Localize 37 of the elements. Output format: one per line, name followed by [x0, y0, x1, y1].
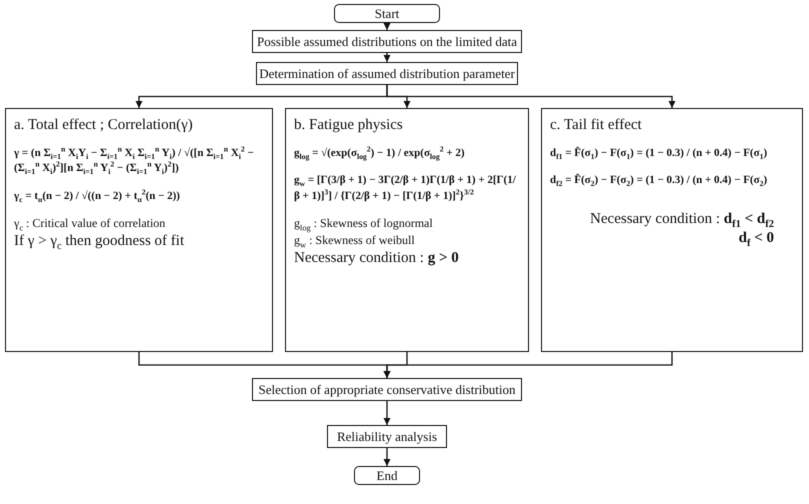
formula: g$_{w}$ = [Γ(3/β + 1) − 3Γ(2/β + 1)Γ(1/β + 1) + 2[Γ(1/β + 1)]$^{3}$] / {Γ(2/β + 1) − [Γ(1/β + 1)]$^{2}$}$^{3/2}$ — [294, 173, 517, 204]
panel-heading: b. Fatigue physics — [294, 117, 404, 134]
arrow — [384, 53, 390, 62]
process-box — [256, 62, 518, 85]
criteria-panel — [5, 108, 273, 352]
process-box — [252, 30, 522, 53]
note-text: Necessary condition : d$_{f1}$ < d$_{f2}$ — [589, 210, 775, 228]
formula: g$_{log}$ = √(exp(σ$_{log}$$^{2}$) − 1) / exp(σ$_{log}$$^{2}$ + 2) — [294, 146, 466, 162]
note-text: d$_{f}$ < 0 — [738, 230, 775, 247]
note-text: γ$_{c}$ : Critical value of correlation — [14, 216, 166, 232]
box-label: Start — [374, 6, 400, 22]
process-box — [327, 425, 447, 448]
terminator-box — [334, 4, 440, 23]
arrow — [384, 401, 390, 425]
box-label: Selection of appropriate conservative distribution — [258, 382, 516, 398]
formula: d$_{f2}$ = F̂(σ$_{2}$) − F(σ$_{2}$) = (1 − 0.3) / (n + 0.4) − F(σ$_{2}$) — [550, 173, 768, 189]
criteria-panel — [541, 108, 803, 352]
arrow — [384, 448, 390, 466]
criteria-panel — [285, 108, 529, 352]
panel-heading: a. Total effect ; Correlation(γ) — [14, 117, 194, 134]
box-label: End — [376, 468, 398, 484]
process-box — [252, 378, 522, 401]
terminator-box — [354, 466, 420, 485]
arrow — [386, 85, 676, 108]
box-label: Possible assumed distributions on the limited data — [257, 34, 517, 50]
arrow — [384, 23, 390, 30]
formula: γ = (n Σ$_{i=1}$$^{n}$ X$_{i}$Y$_{i}$ − Σ$_{i=1}$$^{n}$ X$_{i}$ Σ$_{i=1}$$^{n}$ Y$_{i}$) / √([n Σ$_{i=1}$$^{n}$ X$_{i}$$^{2}$ − (Σ$_{i=1}$$^{n}$ X$_{i}$)$^{2}$][n Σ$_{i=1}$$^{n}$ Y$_{i}$$^{2}$ − (Σ$_{i=1}$$^{n}$ Y$_{i}$)$^{2}$]) — [14, 146, 255, 177]
arrow — [384, 352, 673, 378]
note-text: If γ > γ$_{c}$ then goodness of fit — [14, 233, 186, 250]
formula: d$_{f1}$ = F̂(σ$_{1}$) − F(σ$_{1}$) = (1 − 0.3) / (n + 0.4) − F(σ$_{1}$) — [550, 146, 768, 162]
note-text: Necessary condition : g > 0 — [294, 250, 460, 268]
box-label: Reliability analysis — [336, 428, 437, 444]
note-text: g$_{w}$ : Skewness of weibull — [294, 233, 416, 248]
note-text: g$_{log}$ : Skewness of lognormal — [294, 216, 434, 232]
formula: γ$_{c}$ = t$_{α}$(n − 2) / √((n − 2) + t$_{α}$$^{2}$(n − 2)) — [14, 188, 181, 204]
box-label: Determination of assumed distribution parameter — [259, 66, 515, 82]
panel-heading: c. Tail fit effect — [550, 117, 643, 134]
